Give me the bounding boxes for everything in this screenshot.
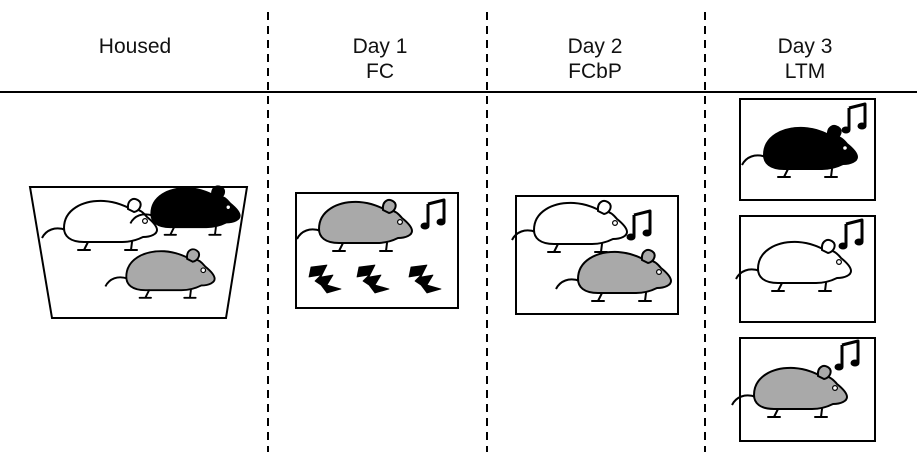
column-header-housed: Housed xyxy=(60,34,210,59)
day2-cage xyxy=(511,195,679,315)
day1-cage xyxy=(295,192,459,309)
column-subtitle: FC xyxy=(366,60,394,83)
column-header-day2: Day 2 FCbP xyxy=(520,34,670,84)
day3-cage-white xyxy=(735,215,876,323)
housed-cage xyxy=(28,185,249,319)
column-subtitle: LTM xyxy=(784,60,826,83)
column-title: Housed xyxy=(98,35,172,58)
column-title: Day 1 xyxy=(352,35,408,58)
column-title: Day 3 xyxy=(777,35,833,58)
column-header-day1: Day 1 FC xyxy=(305,34,455,84)
column-title: Day 2 xyxy=(567,35,623,58)
column-header-day3: Day 3 LTM xyxy=(730,34,880,84)
day3-cage-black xyxy=(739,98,876,201)
day3-cage-gray xyxy=(731,337,876,442)
column-subtitle: FCbP xyxy=(568,60,622,83)
